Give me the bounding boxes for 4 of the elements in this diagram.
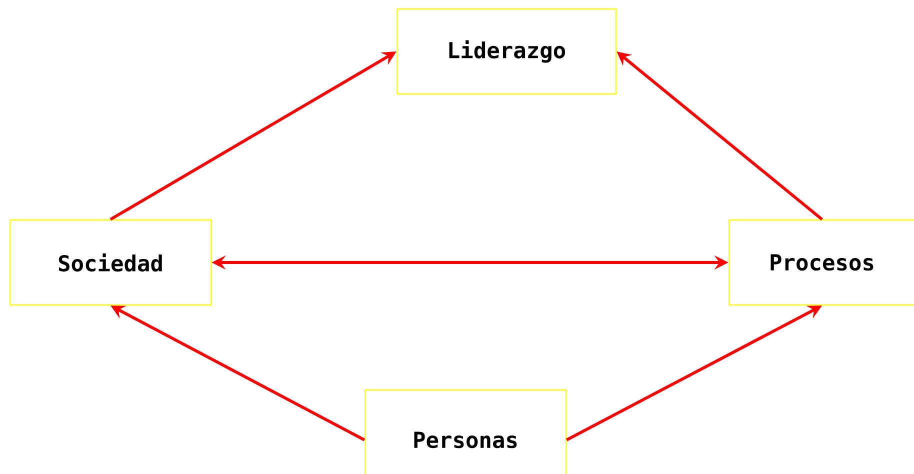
- label-box: Personas: [364, 389, 567, 474]
- label-box: Sociedad: [9, 219, 212, 306]
- label-box: Procesos: [728, 219, 914, 306]
- label-box: Liderazgo: [396, 8, 617, 95]
